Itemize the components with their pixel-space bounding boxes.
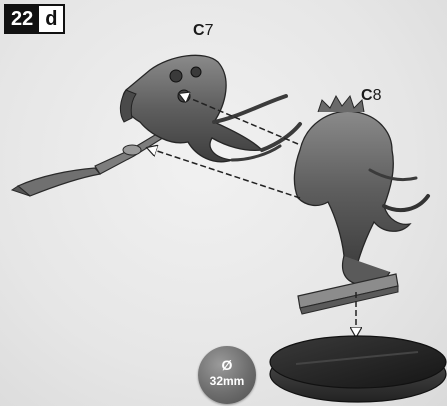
scythe-weapon <box>12 126 174 196</box>
arrow-scythe-to-c8 <box>148 148 300 198</box>
part-c8-beast <box>294 96 428 285</box>
round-base <box>270 336 446 402</box>
diameter-symbol: Ø <box>198 358 256 372</box>
base-size-value: 32mm <box>198 374 256 388</box>
base-size-chip: Ø 32mm <box>198 346 256 404</box>
part-label-c8: C8 <box>361 87 381 105</box>
part-label-c7: C7 <box>193 22 213 40</box>
